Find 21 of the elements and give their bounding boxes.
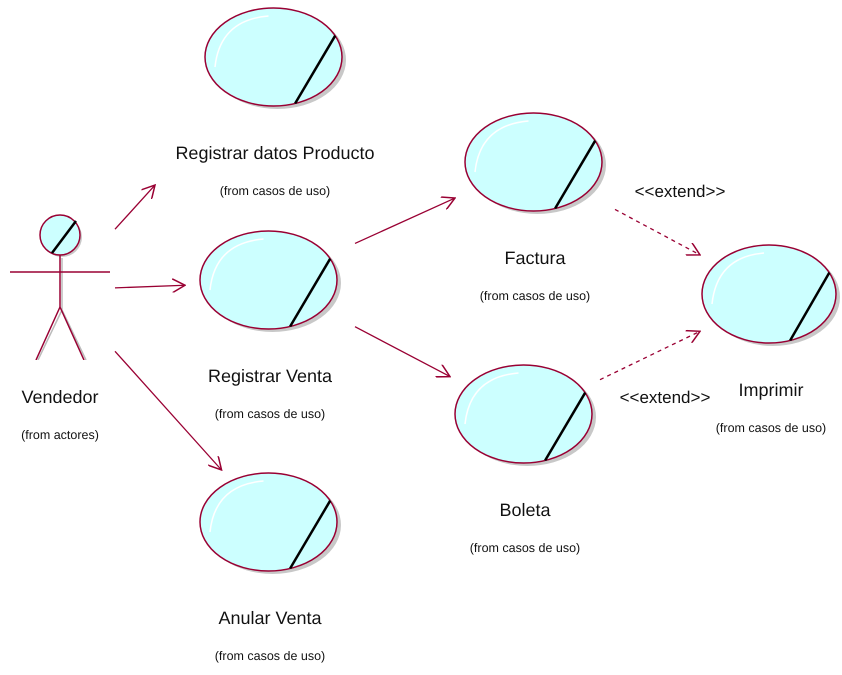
use-case-name: Imprimir bbox=[738, 379, 804, 401]
arrow bbox=[114, 184, 156, 230]
dashed-arrow bbox=[614, 208, 701, 256]
arrow bbox=[114, 278, 186, 294]
package-note: (from casos de uso) bbox=[220, 184, 330, 199]
use-case-name: Factura bbox=[504, 247, 566, 269]
package-note: (from casos de uso) bbox=[214, 649, 326, 664]
package-note: (from casos de uso) bbox=[716, 421, 826, 436]
arrow bbox=[114, 350, 222, 471]
package-note: (from casos de uso) bbox=[480, 289, 590, 304]
use-case-name: Registrar datos Producto bbox=[175, 142, 375, 164]
use-case-name: Anular Venta bbox=[218, 607, 322, 629]
use-case-name: Boleta bbox=[499, 499, 551, 521]
use-case-name: Registrar Venta bbox=[208, 365, 332, 387]
arrow bbox=[354, 326, 451, 378]
package-note: (from actores) bbox=[21, 428, 99, 443]
dashed-arrow bbox=[600, 330, 701, 380]
package-note: (from casos de uso) bbox=[214, 407, 326, 422]
arrow bbox=[354, 196, 456, 244]
actor-name: Vendedor bbox=[21, 386, 99, 408]
package-note: (from casos de uso) bbox=[470, 541, 580, 556]
